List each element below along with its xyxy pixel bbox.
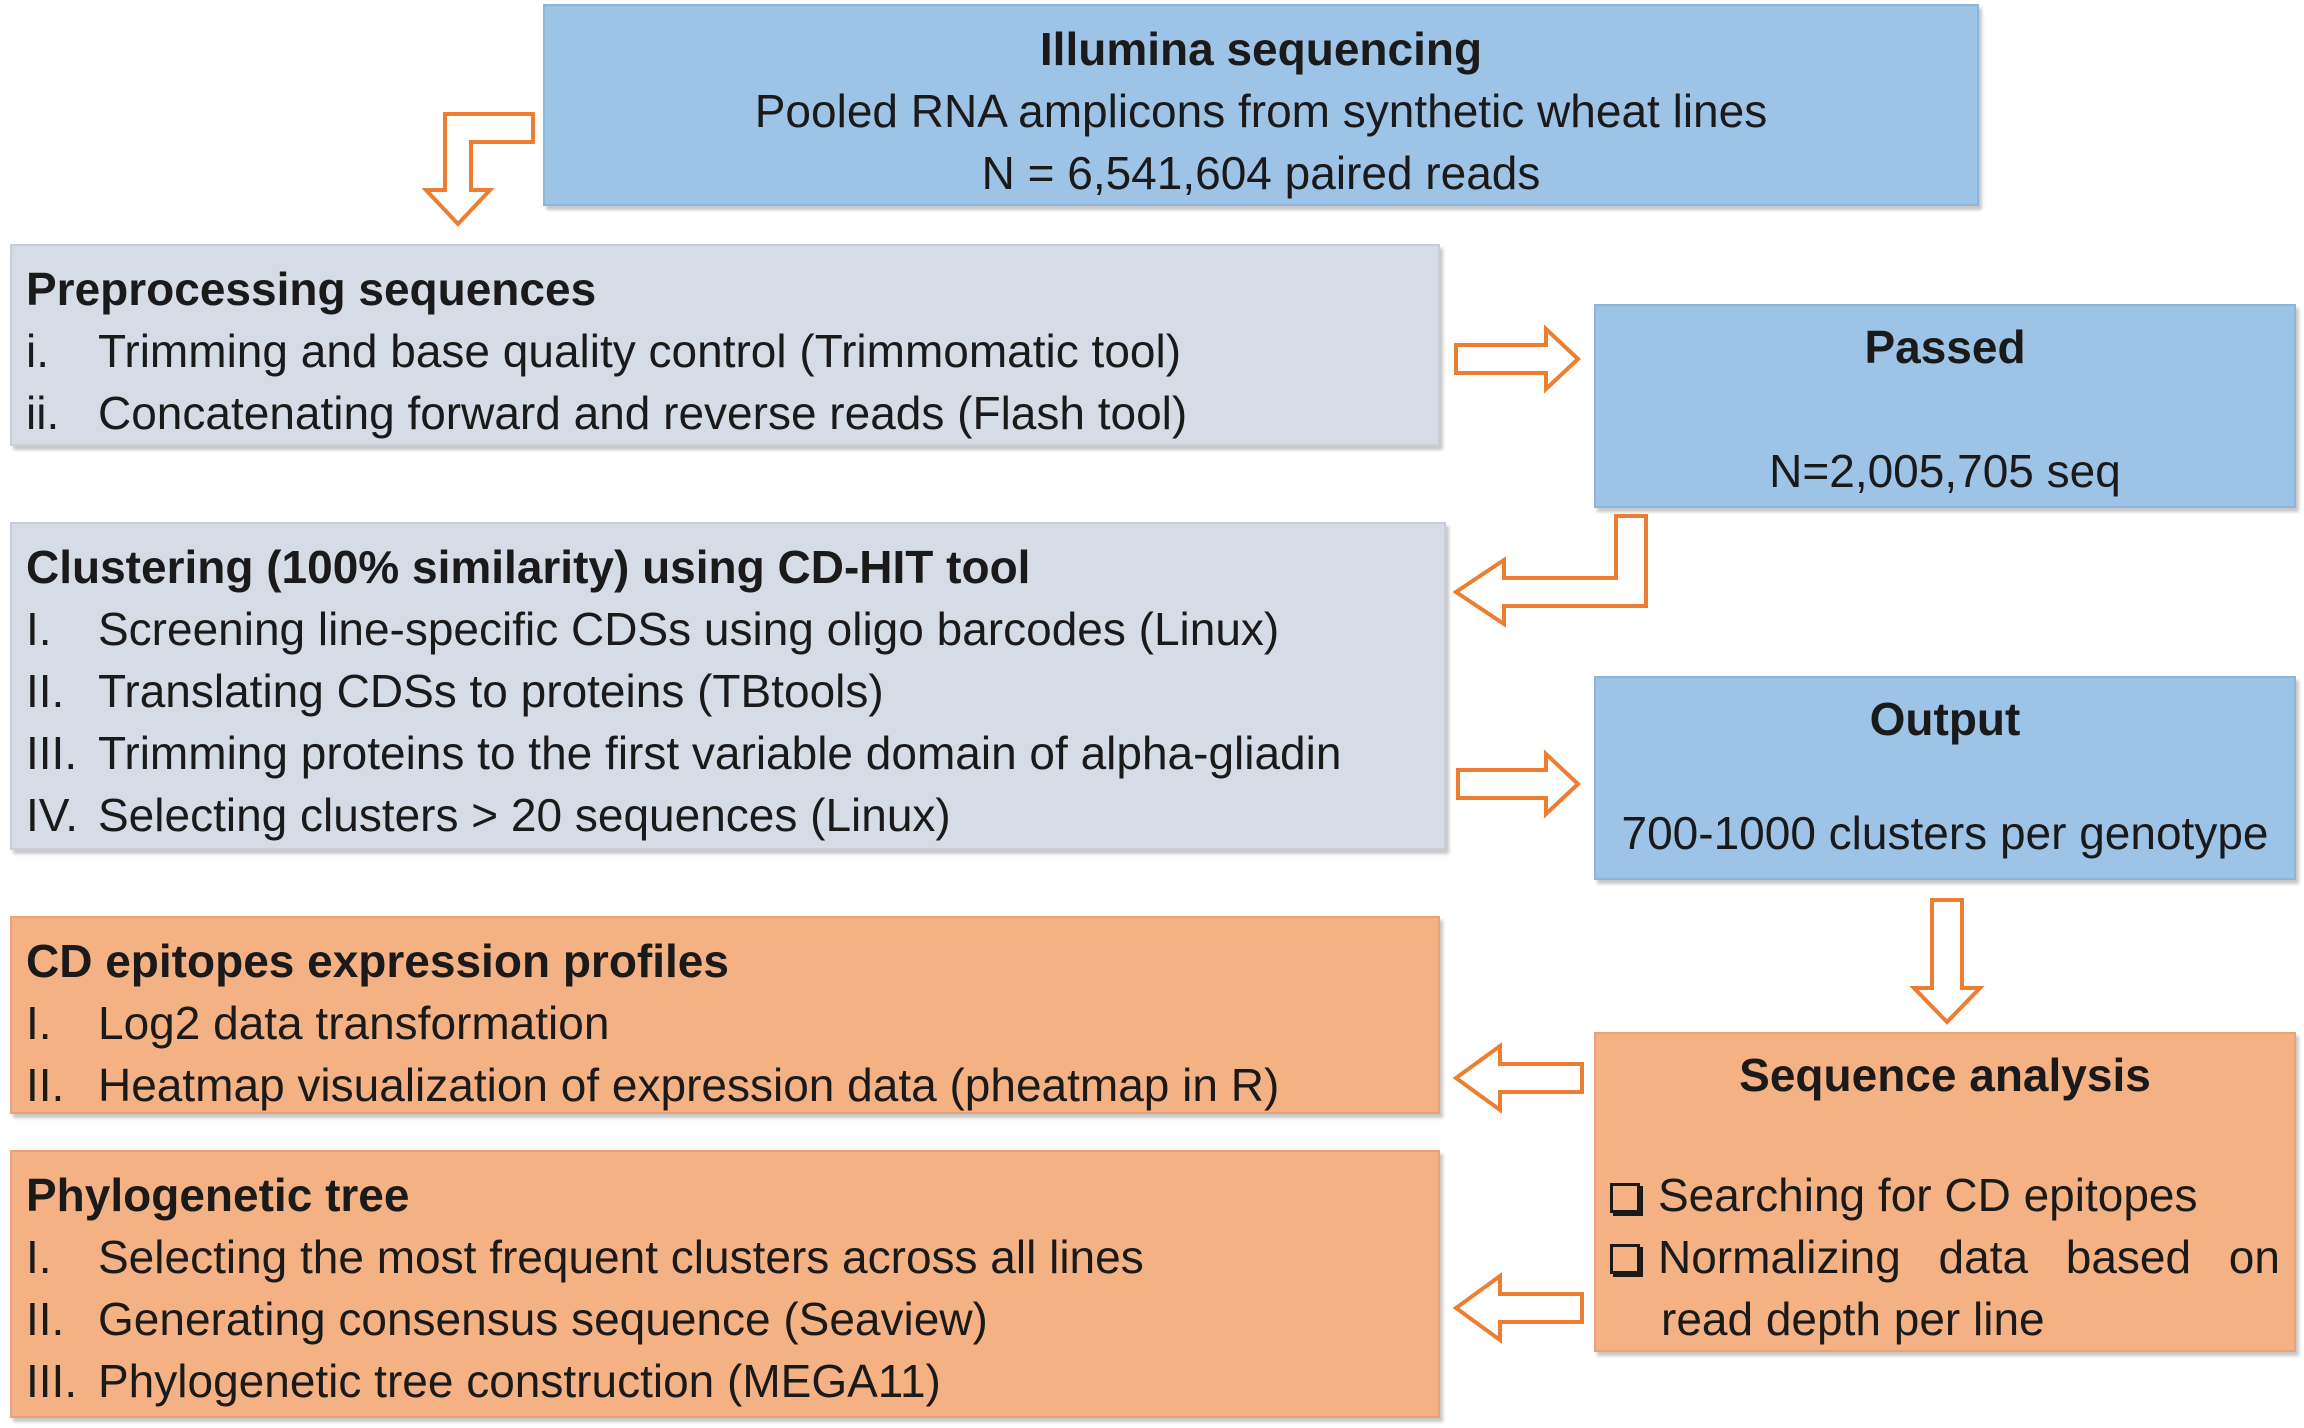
analysis-box: Sequence analysis Searching for CD epito… (1594, 1032, 2296, 1352)
expression-item: II. Heatmap visualization of expression d… (26, 1054, 1438, 1116)
illumina-line2: N = 6,541,604 paired reads (981, 147, 1541, 199)
left-arrow-icon (1452, 1272, 1584, 1344)
preprocessing-title: Preprocessing sequences (26, 263, 597, 315)
analysis-item-text: Searching for CD epitopes (1658, 1169, 2198, 1221)
down-arrow-icon (1909, 898, 1985, 1025)
right-arrow-icon (1454, 324, 1581, 394)
item-number: I. (26, 603, 52, 655)
output-value: 700-1000 clusters per genotype (1621, 807, 2269, 859)
clustering-item: I. Screening line-specific CDSs using oli… (26, 598, 1444, 660)
right-arrow-icon (1456, 749, 1581, 819)
word: Normalizing (1658, 1231, 1901, 1283)
item-text: Trimming proteins to the first variable … (98, 727, 1342, 779)
passed-box: Passed N=2,005,705 seq (1594, 304, 2296, 508)
phylo-title: Phylogenetic tree (26, 1169, 410, 1221)
phylo-item: I. Selecting the most frequent clusters a… (26, 1226, 1438, 1288)
phylo-item: II. Generating consensus sequence (Seavie… (26, 1288, 1438, 1350)
item-number: II. (26, 1293, 65, 1345)
item-text: Selecting the most frequent clusters acr… (98, 1231, 1144, 1283)
item-number: ii. (26, 387, 60, 439)
item-number: III. (26, 727, 78, 779)
clustering-box: Clustering (100% similarity) using CD-HI… (10, 522, 1446, 850)
item-text: Log2 data transformation (98, 997, 610, 1049)
analysis-item: Normalizing data based on (1610, 1226, 2280, 1288)
word: on (2228, 1231, 2280, 1283)
item-text: Generating consensus sequence (Seaview) (98, 1293, 988, 1345)
item-text: Concatenating forward and reverse reads … (98, 387, 1188, 439)
word: data (1938, 1231, 2029, 1283)
expression-box: CD epitopes expression profiles I. Log2 d… (10, 916, 1440, 1114)
preprocessing-item: ii. Concatenating forward and reverse rea… (26, 382, 1438, 444)
analysis-item-continuation: read depth per line (1661, 1293, 2045, 1345)
illumina-line1: Pooled RNA amplicons from synthetic whea… (754, 85, 1768, 137)
item-number: i. (26, 325, 49, 377)
word: based (2065, 1231, 2192, 1283)
item-number: II. (26, 1059, 65, 1111)
illumina-title: Illumina sequencing (1039, 23, 1483, 75)
passed-title: Passed (1864, 321, 2026, 373)
item-number: II. (26, 665, 65, 717)
output-title: Output (1869, 693, 2021, 745)
illumina-box: Illumina sequencing Pooled RNA amplicons… (543, 4, 1979, 206)
item-text: Trimming and base quality control (Trimm… (98, 325, 1182, 377)
expression-title: CD epitopes expression profiles (26, 935, 729, 987)
item-text: Selecting clusters > 20 sequences (Linux… (98, 789, 951, 841)
item-text: Screening line-specific CDSs using oligo… (98, 603, 1280, 655)
phylo-item: III. Phylogenetic tree construction (MEGA… (26, 1350, 1438, 1412)
analysis-title: Sequence analysis (1739, 1049, 2151, 1101)
bent-arrow-left-icon (1452, 514, 1648, 628)
bent-arrow-down-icon (421, 112, 535, 227)
preprocessing-box: Preprocessing sequences i. Trimming and b… (10, 244, 1440, 446)
left-arrow-icon (1452, 1042, 1584, 1114)
item-number: I. (26, 997, 52, 1049)
checkbox-icon (1610, 1244, 1640, 1274)
item-text: Phylogenetic tree construction (MEGA11) (98, 1355, 941, 1407)
clustering-title: Clustering (100% similarity) using CD-HI… (26, 541, 1031, 593)
expression-item: I. Log2 data transformation (26, 992, 1438, 1054)
analysis-item-text-justified: Normalizing data based on (1658, 1226, 2280, 1288)
item-number: I. (26, 1231, 52, 1283)
item-number: IV. (26, 789, 79, 841)
item-text: Heatmap visualization of expression data… (98, 1059, 1280, 1111)
item-text: Translating CDSs to proteins (TBtools) (98, 665, 884, 717)
clustering-item: IV. Selecting clusters > 20 sequences (Li… (26, 784, 1444, 846)
passed-value: N=2,005,705 seq (1769, 445, 2121, 497)
clustering-item: II. Translating CDSs to proteins (TBtools… (26, 660, 1444, 722)
clustering-item: III. Trimming proteins to the first varia… (26, 722, 1444, 784)
preprocessing-item: i. Trimming and base quality control (Tri… (26, 320, 1438, 382)
item-number: III. (26, 1355, 78, 1407)
analysis-item: Searching for CD epitopes (1610, 1164, 2280, 1226)
phylo-box: Phylogenetic tree I. Selecting the most f… (10, 1150, 1440, 1418)
checkbox-icon (1610, 1183, 1640, 1213)
output-box: Output 700-1000 clusters per genotype (1594, 676, 2296, 880)
